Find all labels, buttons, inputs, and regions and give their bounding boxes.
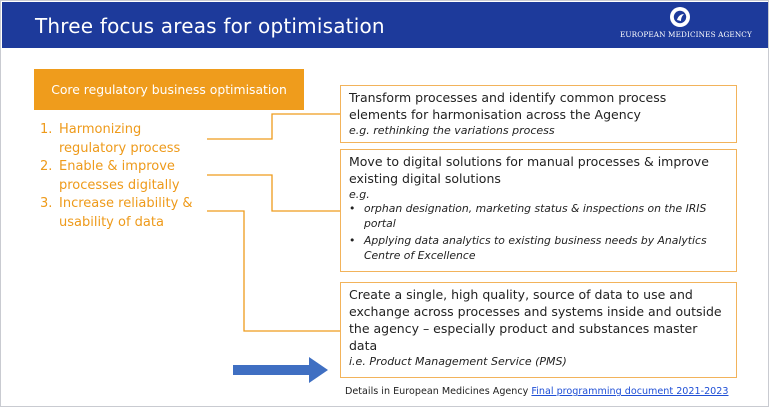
focus-item-text: Enable & improve (59, 159, 175, 174)
box-text: existing digital solutions (349, 171, 501, 186)
focus-item-number: 1. (40, 122, 53, 137)
focus-item-text: processes digitally (59, 177, 180, 193)
bullet-item: • Applying data analytics to existing bu… (349, 234, 728, 263)
box-example-label: e.g. (349, 188, 370, 201)
box-text: elements for harmonisation across the Ag… (349, 107, 641, 122)
slide-header: Three focus areas for optimisation EUROP… (2, 2, 768, 48)
focus-item-number: 3. (40, 196, 53, 211)
focus-areas-list: 1. Harmonizing regulatory process 2. Ena… (40, 121, 193, 232)
box-text: data (349, 338, 378, 353)
bullet-dot: • (349, 234, 356, 247)
focus-item-text: Increase reliability & (59, 196, 193, 211)
focus-item-3: 3. Increase reliability & usability of d… (40, 195, 193, 232)
footer-details: Details in European Medicines Agency Fin… (345, 386, 729, 397)
slide-title: Three focus areas for optimisation (35, 14, 385, 38)
bullet-list: • orphan designation, marketing status &… (349, 202, 728, 263)
bullet-dot: • (349, 202, 356, 215)
digital-solutions-box: Move to digital solutions for manual pro… (340, 149, 737, 272)
box-example: e.g. rethinking the variations process (349, 124, 555, 137)
bullet-text: orphan designation, marketing status & i… (364, 202, 707, 215)
ema-star-circle-icon (670, 7, 690, 27)
focus-item-2: 2. Enable & improve processes digitally (40, 158, 193, 195)
harmonisation-box: Transform processes and identify common … (340, 85, 737, 143)
ema-logo: EUROPEAN MEDICINES AGENCY (620, 6, 752, 46)
programming-document-link[interactable]: Final programming document 2021-2023 (531, 386, 729, 397)
box-text: the agency – especially product and subs… (349, 321, 698, 336)
data-quality-box: Create a single, high quality, source of… (340, 282, 737, 378)
bullet-text: portal (364, 216, 396, 230)
ema-logo-text: EUROPEAN MEDICINES AGENCY (620, 30, 752, 39)
bullet-item: • orphan designation, marketing status &… (349, 202, 728, 231)
bullet-text: Centre of Excellence (364, 248, 476, 262)
box-text: Move to digital solutions for manual pro… (349, 154, 709, 169)
box-example: i.e. Product Management Service (PMS) (349, 355, 567, 368)
banner-label: Core regulatory business optimisation (51, 82, 287, 97)
bullet-text: Applying data analytics to existing busi… (364, 234, 707, 247)
box-text: Transform processes and identify common … (349, 90, 667, 105)
box-text: exchange across processes and systems in… (349, 304, 722, 319)
box-text: Create a single, high quality, source of… (349, 287, 693, 302)
focus-item-text: regulatory process (59, 140, 181, 156)
arrow-right-icon (233, 357, 328, 383)
focus-item-1: 1. Harmonizing regulatory process (40, 121, 193, 158)
focus-item-number: 2. (40, 159, 53, 174)
core-optimisation-banner: Core regulatory business optimisation (34, 69, 304, 110)
focus-item-text: usability of data (59, 214, 164, 230)
focus-item-text: Harmonizing (59, 122, 142, 137)
footer-prefix: Details in European Medicines Agency (345, 386, 532, 397)
